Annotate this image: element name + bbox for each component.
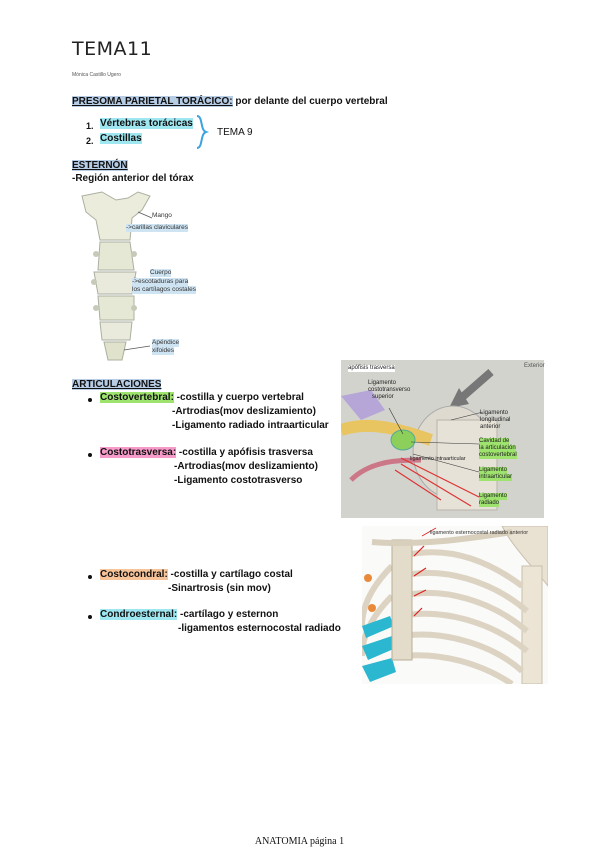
costovertebral-line: Costovertebral: -costilla y cuerpo verte…: [100, 392, 304, 403]
bullet-2: [88, 453, 92, 457]
costocondral-label: Costocondral:: [100, 569, 168, 580]
condroesternal-line: Condroesternal: -cartílago y esternon: [100, 609, 278, 620]
label-lig-cost1: Ligamento: [368, 380, 397, 386]
tema-ref: TEMA 9: [217, 127, 253, 138]
list-num-1: 1.: [86, 121, 94, 131]
costocondral-desc: -costilla y cartílago costal: [167, 569, 293, 580]
articulaciones-heading: ARTICULACIONES: [72, 379, 162, 390]
costocondral-line2: -Sinartrosis (sin mov): [168, 583, 271, 594]
label-lig-rad1: Ligamento: [479, 493, 508, 500]
ribcage-image: [362, 526, 548, 684]
page-footer: ANATOMIA página 1: [254, 836, 345, 847]
label-apendice1: Apéndice: [152, 339, 180, 347]
label-cavidad2: la articulación: [479, 445, 516, 452]
label-cuerpo-note1: ->escotaduras para: [132, 278, 189, 286]
costotrasversa-desc: -costilla y apófisis trasversa: [176, 447, 313, 458]
ribcage-illustration: [362, 526, 548, 684]
label-cuerpo: Cuerpo: [150, 269, 172, 277]
label-mango: Mango: [152, 212, 172, 219]
label-lig-rad2: radiado: [479, 500, 500, 507]
label-lig-cost2: costotransverso: [368, 387, 411, 393]
costocondral-line: Costocondral: -costilla y cartílago cost…: [100, 569, 293, 580]
sternum-illustration: [81, 191, 153, 361]
label-cavidad1: Cavidad de: [479, 438, 510, 445]
label-apendice2: xifoides: [152, 347, 175, 355]
condroesternal-label: Condroesternal:: [100, 609, 178, 620]
presoma-text: por delante del cuerpo vertebral: [232, 96, 388, 107]
label-lig-intra1: Ligamento: [479, 467, 508, 474]
label-lig-long2: longitudinal: [480, 417, 511, 423]
costotrasversa-line3: -Ligamento costotrasverso: [174, 475, 303, 486]
author-name: Mónica Castillo Ugero: [72, 72, 121, 78]
label-esternocostal: ligamento esternocostal radiado anterior: [430, 530, 529, 536]
costovertebral-line2: -Artrodias(mov deslizamiento): [172, 406, 316, 417]
page-title: TEMA11: [72, 38, 153, 60]
label-apofisis: apófisis trasversa: [348, 365, 395, 372]
list-item-2: Costillas: [100, 133, 142, 144]
presoma-line: PRESOMA PARIETAL TORÁCICO: por delante d…: [72, 91, 388, 109]
bullet-1: [88, 398, 92, 402]
costovertebral-line3: -Ligamento radiado intraarticular: [172, 420, 329, 431]
label-cavidad3: costovertebral: [479, 452, 517, 459]
esternon-heading: ESTERNÓN: [72, 160, 128, 171]
costotrasversa-line2: -Artrodias(mov deslizamiento): [174, 461, 318, 472]
costovertebral-desc: -costilla y cuerpo vertebral: [173, 392, 304, 403]
curly-brace: [196, 115, 209, 149]
sternum-figure: [72, 190, 212, 368]
presoma-heading: PRESOMA PARIETAL TORÁCICO:: [72, 96, 233, 107]
list-item-1: Vértebras torácicas: [100, 118, 193, 129]
costotrasversa-label: Costotrasversa:: [100, 447, 177, 458]
label-lig-long1: Ligamento: [480, 410, 509, 416]
condroesternal-desc: -cartílago y esternon: [177, 609, 279, 620]
costovertebral-label: Costovertebral:: [100, 392, 174, 403]
label-lig-cost3: superior: [372, 394, 394, 400]
label-mango-note: ->carillas claviculares: [126, 224, 188, 232]
esternon-subtitle: -Región anterior del tórax: [72, 173, 194, 184]
condroesternal-line2: -ligamentos esternocostal radiado: [178, 623, 341, 634]
bullet-4: [88, 615, 92, 619]
label-intra-small: ligamento intraarticular: [410, 456, 466, 462]
label-exterior: Exterior: [524, 363, 545, 369]
costotrasversa-line: Costotrasversa: -costilla y apófisis tra…: [100, 447, 313, 458]
costovertebral-image: [341, 360, 544, 518]
label-cuerpo-note2: los cartílagos costales: [132, 286, 196, 294]
list-num-2: 2.: [86, 136, 94, 146]
label-lig-long3: anterior: [480, 424, 501, 430]
label-lig-intra2: intraarticular: [479, 474, 513, 481]
costovertebral-illustration: [341, 360, 544, 518]
bullet-3: [88, 575, 92, 579]
